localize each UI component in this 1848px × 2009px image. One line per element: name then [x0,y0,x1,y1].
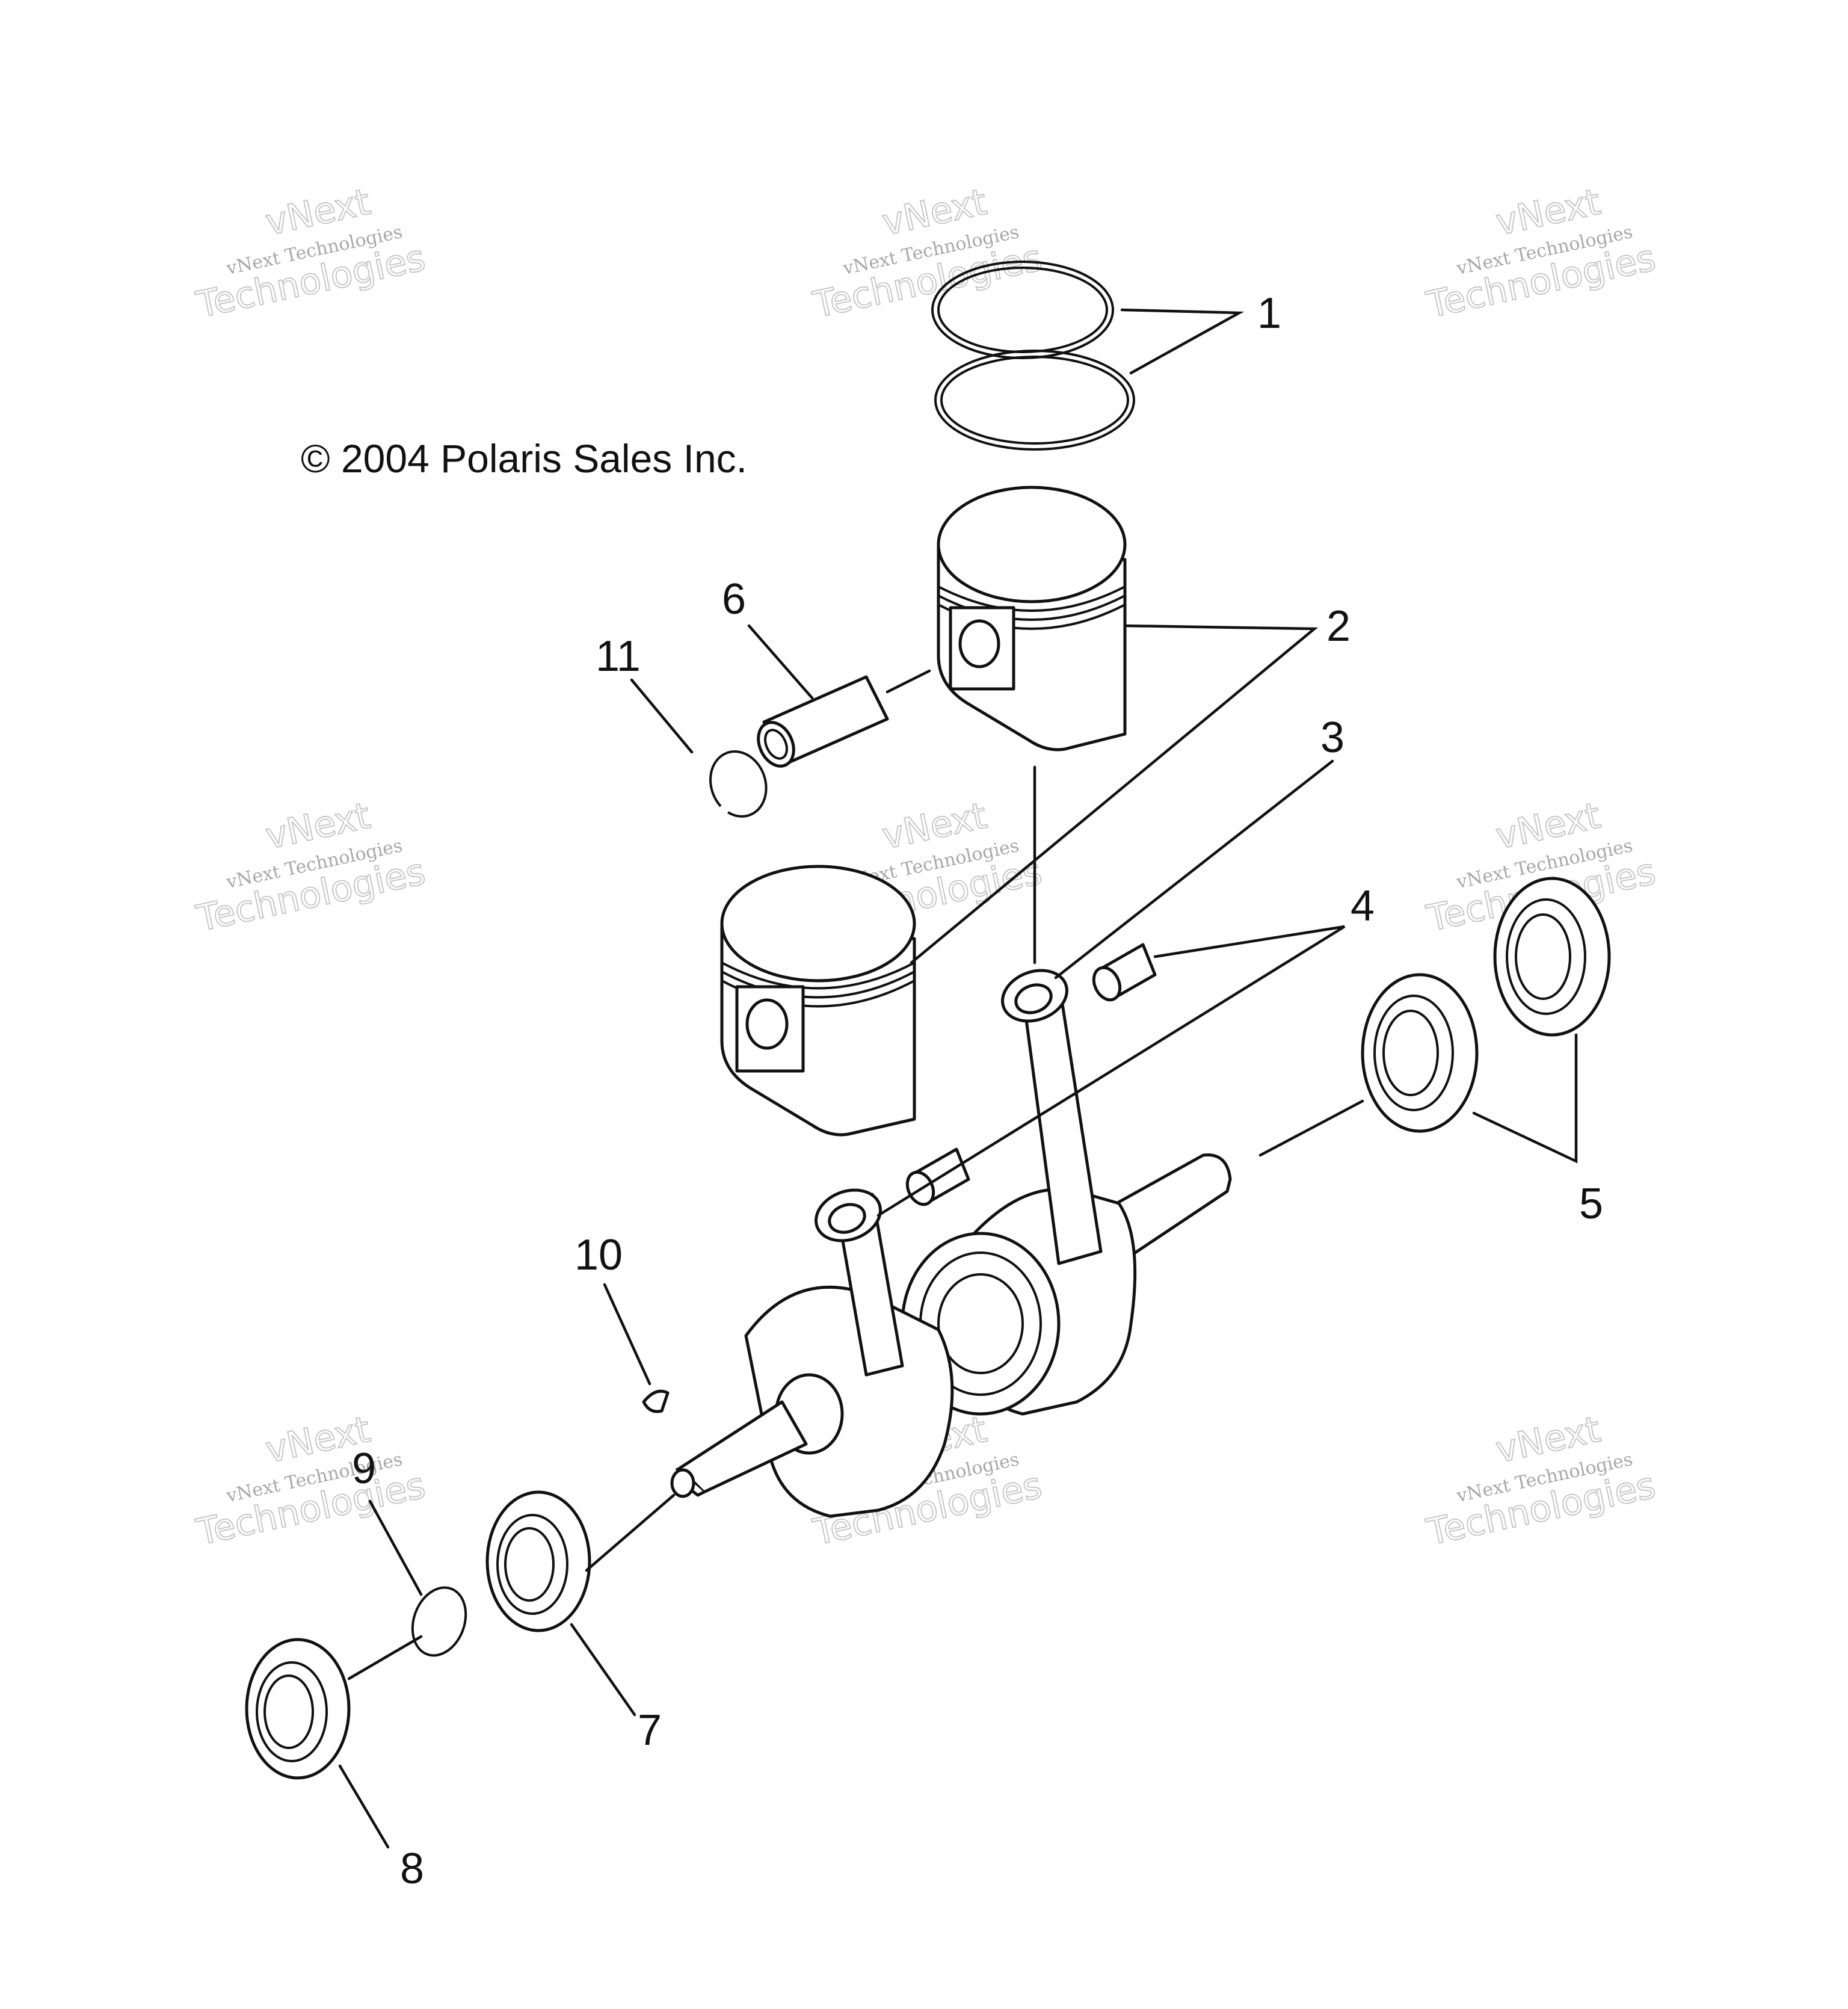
crankshaft [670,969,1232,1518]
callout-3: 3 [1320,714,1344,762]
copyright-text: © 2004 Polaris Sales Inc. [301,436,747,481]
callout-4: 4 [1351,882,1375,930]
callout-8: 8 [400,1845,424,1893]
main-bearing-right-inner [1361,973,1479,1133]
piston-upper [937,486,1127,751]
watermark: vNext vNext Technologies Technologies [808,181,1046,327]
callout-11: 11 [596,632,641,680]
wrist-pin [757,675,889,768]
watermark: vNext vNext Technologies Technologies [1422,1408,1660,1555]
callouts: 1 2 3 4 5 6 7 8 9 10 11 [352,289,1603,1893]
callout-10: 10 [574,1231,623,1279]
circlip [709,750,768,818]
callout-9: 9 [352,1445,376,1493]
piston-rings [931,261,1135,451]
oil-seal [245,1638,351,1780]
main-bearing-left [485,1490,591,1632]
watermark: vNext vNext Technologies Technologies [192,181,430,327]
watermark: vNext vNext Technologies Technologies [192,1408,430,1555]
piston-lower [720,865,916,1137]
retaining-ring [411,1586,467,1657]
leader-lines [338,308,1578,1849]
watermark: vNext vNext Technologies Technologies [192,794,430,941]
callout-7: 7 [638,1706,662,1754]
callout-5: 5 [1579,1180,1603,1228]
callout-6: 6 [722,575,746,623]
callout-2: 2 [1326,602,1351,650]
needle-bearing-upper [1092,943,1157,1002]
main-bearing-right-outer [1493,877,1611,1037]
woodruff-key [642,1389,670,1413]
callout-1: 1 [1257,289,1281,338]
watermark: vNext vNext Technologies Technologies [1422,181,1660,327]
